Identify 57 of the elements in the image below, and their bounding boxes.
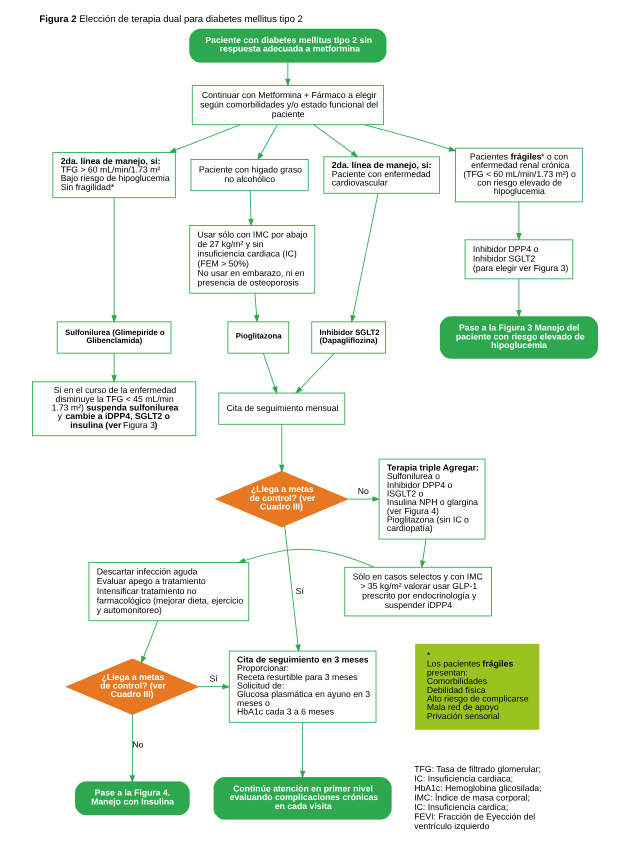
node-box: Pase a la Figura 3 Manejo del paciente con riesgo elevado de hipoglucemia <box>439 316 598 359</box>
node-box: * Los pacientes frágiles presentan: Comorbilidades Debilidad física Alto riesgo de complicarse Mala red de apoyo Privación sensorial <box>414 644 539 730</box>
arrow <box>284 525 300 652</box>
arrow <box>312 124 358 158</box>
arrow <box>262 353 277 394</box>
arrow <box>278 424 284 473</box>
arrow <box>110 198 116 324</box>
arrow <box>253 292 259 323</box>
arrow <box>256 124 278 161</box>
node-box: Descartar infección aguda Evaluar apego a tratamiento Intensificar tratamiento no farmacológico (mejorar dieta, ejercicio y automonitoreo) <box>88 562 249 622</box>
node-box: Si en el curso de la enfermedad disminuye la TFG < 45 mL/min 1.73 m²) suspenda sulfonilurea y cambie a iDPP4, SGLT2 o insulina (ver Figura 3) <box>32 381 196 436</box>
arrow <box>129 714 135 784</box>
arrow <box>362 124 456 152</box>
arrow <box>168 124 240 153</box>
arrow <box>294 353 334 394</box>
label: IC: Insuficiencia cardiaca; <box>414 773 513 784</box>
node-box: Paciente con hígado graso no alcohólico <box>190 159 308 192</box>
edge-label: Sí <box>295 586 304 596</box>
arrow <box>350 193 378 324</box>
arrow <box>284 62 290 87</box>
edge-label: No <box>357 486 368 496</box>
arrow <box>110 353 116 383</box>
edge-label: No <box>132 740 143 750</box>
arrow <box>140 620 158 664</box>
node-box: Sulfonilurea (Glimepiride o Glibenclamida) <box>56 321 171 354</box>
node-box: Continuar con Metformina + Fármaco a elegir según comorbilidades y/o estado funcional del paciente <box>191 85 384 126</box>
node-box: 2da. línea de manejo, si: TFG > 60 mL/min/1.73 m² Bajo riesgo de hipoglucemia Sin fragilidad* <box>52 152 176 198</box>
node-box: Cita de seguimiento mensual <box>218 392 345 425</box>
node-box: Inhibidor SGLT2 (Dapagliflozina) <box>310 321 386 354</box>
edge-label: Sí <box>208 673 218 684</box>
node-box: Paciente con diabetes mellitus tipo 2 sin respuesta adecuada a metformina <box>188 28 386 63</box>
label: TFG: Tasa de filtrado glomerular; <box>414 764 540 774</box>
arrow <box>248 190 254 227</box>
label: FEVI: Fracción de Eyección del ventrículo izquierdo <box>414 812 535 832</box>
node-box: Continúe atención en primer nivel evaluando complicaciones crónicas en cada visita <box>213 777 392 820</box>
node-box: Sólo en casos selectos y con IMC > 35 kg/m² valorar usar GLP-1 prescrito por endocrinología y suspender iDPP4 <box>344 566 492 616</box>
label: IMC: Índice de masa corporal; <box>414 792 530 802</box>
arrow <box>346 496 380 502</box>
arrow <box>198 684 230 690</box>
node-box: Pacientes frágiles* o con enfermedad renal crónica (TFG < 60 mL/min/1.73 m²) o con riesgo elevado de hipoglucemia <box>454 148 582 202</box>
node-box: Usar sólo con IMC por abajo de 27 kg/m² y sin insuficiencia cardiaca (IC) (FEM > 50%) No usar en embarazo, ni en presencia de osteoporosis <box>188 225 315 294</box>
diagram-title: Figura 2 Elección de terapia dual para diabetes mellitus tipo 2 <box>38 14 302 26</box>
arrow <box>516 202 522 241</box>
node-box: Terapia triple Agregar: Sulfonilurea o Inhibidor DPP4 o ISGLT2 o Insulina NPH o glargina (ver Figura 4) Pioglitazona (sin IC o cardiopatía) <box>378 458 485 540</box>
node-box: Inhibidor DPP4 o Inhibidor SGLT2 (para elegir ver Figura 3) <box>464 239 573 280</box>
arrow <box>516 278 522 318</box>
node-box: Pioglitazona <box>226 321 289 354</box>
node-diamond: ¿Llega a metas de control? (ver Cuadro III) <box>64 658 199 715</box>
node-box: Cita de seguimiento en 3 meses Proporcionar: Receta resurtible para 3 meses Solicitud de: Glucosa plasmática en ayuno en 3 meses o HbA1c cada 3 a 6 meses <box>228 650 376 723</box>
node-box: 2da. línea de manejo, si: Paciente con enfermedad cardiovascular <box>322 156 440 194</box>
arrow <box>420 538 426 568</box>
node-diamond: ¿Llega a metas de control? (ver Cuadro III) <box>214 470 348 528</box>
arrow <box>237 548 374 568</box>
arrow <box>299 722 305 779</box>
label: IC: Insuficiencia cardica; <box>414 802 508 812</box>
node-box: Pase a la Figura 4. Manejo con Insulina <box>74 781 190 816</box>
label: HbA1c: Hemoglobina glicosilada; <box>414 782 542 793</box>
